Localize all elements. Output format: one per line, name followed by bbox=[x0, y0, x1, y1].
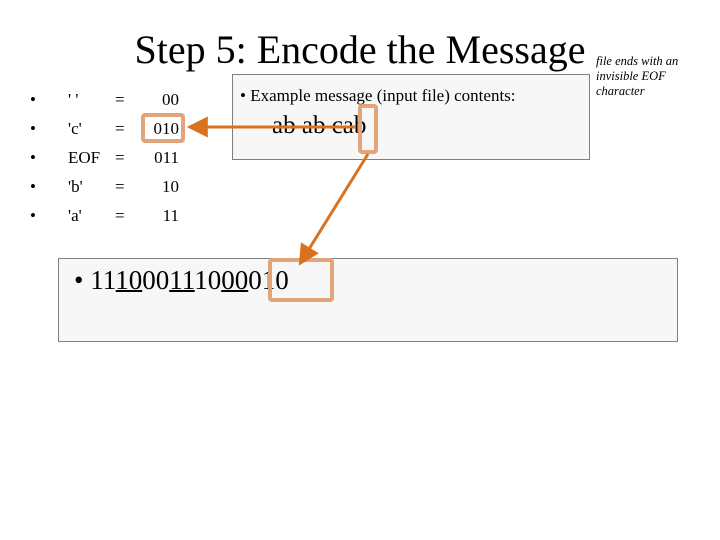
equals-sign: = bbox=[115, 177, 125, 196]
equals-sign: = bbox=[115, 206, 125, 225]
equals-sign: = bbox=[115, 148, 125, 167]
code: 011 bbox=[154, 148, 179, 167]
encoding-row: • 'c' = 010 bbox=[0, 119, 200, 143]
message-label: • Example message (input file) contents: bbox=[240, 86, 516, 105]
bit-segment: 00 bbox=[221, 265, 249, 295]
bit-segment: 00 bbox=[142, 265, 170, 295]
bit-segment: 11 bbox=[169, 265, 195, 295]
bit-segment: 10 bbox=[115, 265, 143, 295]
page-title: Step 5: Encode the Message bbox=[134, 27, 586, 72]
bullet: • bbox=[74, 265, 84, 295]
highlight-c-code bbox=[141, 113, 185, 143]
equals-sign: = bbox=[115, 90, 125, 109]
symbol: EOF bbox=[68, 148, 101, 167]
encoded-bits: 111000111000010 bbox=[90, 265, 289, 295]
encoding-table: • ' ' = 00 • 'c' = 010 • EOF = 011 • 'b'… bbox=[0, 86, 200, 236]
bit-segment: 11 bbox=[90, 265, 116, 295]
encoding-row: • ' ' = 00 bbox=[0, 90, 200, 114]
message-box bbox=[232, 74, 590, 160]
bullet: • bbox=[30, 119, 36, 138]
symbol: 'a' bbox=[68, 206, 82, 225]
bullet: • bbox=[30, 90, 36, 109]
equals-sign: = bbox=[115, 119, 125, 138]
arrow-to-bits bbox=[298, 153, 370, 266]
symbol: 'b' bbox=[68, 177, 83, 196]
code: 10 bbox=[162, 177, 179, 196]
symbol: 'c' bbox=[68, 119, 82, 138]
encoding-row: • 'a' = 11 bbox=[0, 206, 200, 230]
encoding-row: • 'b' = 10 bbox=[0, 177, 200, 201]
bit-segment: 10 bbox=[194, 265, 222, 295]
bullet: • bbox=[30, 206, 36, 225]
symbol: ' ' bbox=[68, 90, 79, 109]
bullet: • bbox=[30, 148, 36, 167]
code: 00 bbox=[162, 90, 179, 109]
encoded-output: • 111000111000010 bbox=[74, 265, 289, 296]
highlight-c-char bbox=[358, 104, 378, 154]
side-note: file ends with an invisible EOF characte… bbox=[596, 54, 679, 98]
encoded-output-box bbox=[58, 258, 678, 342]
bullet: • bbox=[30, 177, 36, 196]
code: 010 bbox=[153, 119, 180, 138]
code: 11 bbox=[162, 206, 179, 225]
encoding-row: • EOF = 011 bbox=[0, 148, 200, 172]
